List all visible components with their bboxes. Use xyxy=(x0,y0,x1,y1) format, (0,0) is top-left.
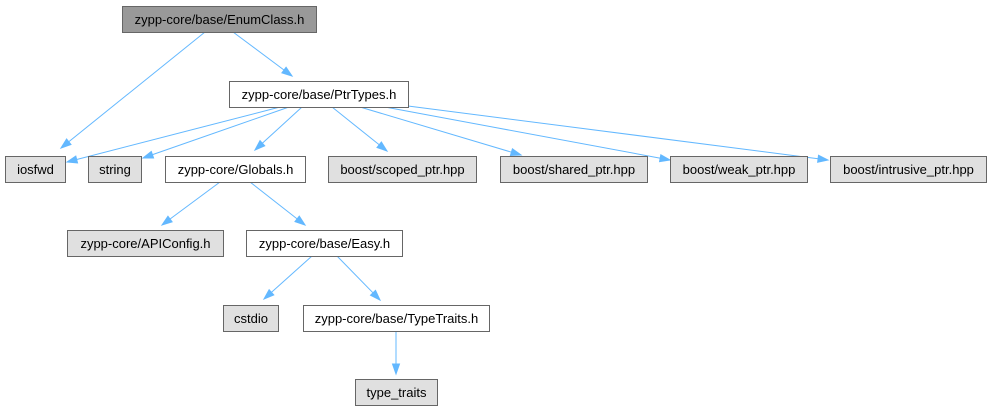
edge-arrowhead-easy-to-cstdio xyxy=(262,288,275,301)
node-label-weak_ptr: boost/weak_ptr.hpp xyxy=(683,162,796,177)
node-scoped_ptr: boost/scoped_ptr.hpp xyxy=(328,156,477,183)
node-label-intrusive_ptr: boost/intrusive_ptr.hpp xyxy=(843,162,974,177)
node-box-scoped_ptr xyxy=(328,156,477,183)
nodes-layer: zypp-core/base/EnumClass.h zypp-core/base… xyxy=(5,6,987,406)
node-label-typetraits_h: zypp-core/base/TypeTraits.h xyxy=(315,311,479,326)
node-easy[interactable]: zypp-core/base/Easy.h xyxy=(246,230,403,257)
node-enumclass[interactable]: zypp-core/base/EnumClass.h xyxy=(122,6,317,33)
edge-arrowhead-ptrtypes-to-globals xyxy=(253,139,266,152)
node-label-easy: zypp-core/base/Easy.h xyxy=(259,236,390,251)
node-label-globals: zypp-core/Globals.h xyxy=(178,162,294,177)
node-box-globals[interactable] xyxy=(165,156,306,183)
edge-arrowhead-enumclass-to-ptrtypes xyxy=(281,66,294,77)
edge-ptrtypes-to-intrusive_ptr xyxy=(407,105,820,160)
node-box-string xyxy=(88,156,142,183)
edge-ptrtypes-to-globals xyxy=(261,106,303,145)
edge-arrowhead-ptrtypes-to-string xyxy=(141,150,155,159)
node-label-ptrtypes: zypp-core/base/PtrTypes.h xyxy=(242,87,397,102)
node-box-iosfwd xyxy=(5,156,66,183)
edge-arrowhead-ptrtypes-to-iosfwd xyxy=(65,155,79,164)
edge-arrowhead-easy-to-typetraits_h xyxy=(369,289,382,302)
node-label-apiconfig: zypp-core/APIConfig.h xyxy=(80,236,210,251)
node-typetraits_h[interactable]: zypp-core/base/TypeTraits.h xyxy=(303,305,490,332)
edge-ptrtypes-to-scoped_ptr xyxy=(331,106,381,146)
edge-arrowhead-typetraits_h-to-type_traits xyxy=(391,363,401,376)
node-label-iosfwd: iosfwd xyxy=(17,162,54,177)
edge-ptrtypes-to-shared_ptr xyxy=(359,106,513,153)
node-string: string xyxy=(88,156,142,183)
node-shared_ptr: boost/shared_ptr.hpp xyxy=(500,156,648,183)
edge-arrowhead-ptrtypes-to-weak_ptr xyxy=(658,153,672,163)
node-cstdio: cstdio xyxy=(223,305,279,332)
edge-easy-to-typetraits_h xyxy=(336,255,375,294)
node-iosfwd: iosfwd xyxy=(5,156,66,183)
node-type_traits: type_traits xyxy=(355,379,438,406)
node-box-weak_ptr xyxy=(670,156,808,183)
edge-enumclass-to-iosfwd xyxy=(67,31,206,143)
edge-arrowhead-globals-to-apiconfig xyxy=(160,215,173,226)
node-box-ptrtypes[interactable] xyxy=(229,81,409,108)
edge-arrowhead-ptrtypes-to-scoped_ptr xyxy=(376,141,389,152)
edge-globals-to-easy xyxy=(249,181,299,220)
node-box-type_traits xyxy=(355,379,438,406)
node-box-cstdio xyxy=(223,305,279,332)
node-globals[interactable]: zypp-core/Globals.h xyxy=(165,156,306,183)
node-apiconfig: zypp-core/APIConfig.h xyxy=(67,230,224,257)
edge-easy-to-cstdio xyxy=(270,255,313,294)
node-weak_ptr: boost/weak_ptr.hpp xyxy=(670,156,808,183)
edge-arrowhead-enumclass-to-iosfwd xyxy=(59,138,72,149)
node-ptrtypes[interactable]: zypp-core/base/PtrTypes.h xyxy=(229,81,409,108)
edge-arrowhead-globals-to-easy xyxy=(294,215,307,226)
node-label-shared_ptr: boost/shared_ptr.hpp xyxy=(513,162,635,177)
edge-enumclass-to-ptrtypes xyxy=(232,31,286,72)
edges-layer xyxy=(59,31,830,376)
edge-ptrtypes-to-string xyxy=(151,106,290,156)
node-label-enumclass: zypp-core/base/EnumClass.h xyxy=(135,12,305,27)
edge-arrowhead-ptrtypes-to-intrusive_ptr xyxy=(817,154,830,163)
node-box-shared_ptr xyxy=(500,156,648,183)
node-box-typetraits_h[interactable] xyxy=(303,305,490,332)
node-label-type_traits: type_traits xyxy=(367,385,427,400)
node-box-intrusive_ptr xyxy=(830,156,987,183)
node-box-enumclass[interactable] xyxy=(122,6,317,33)
edge-ptrtypes-to-weak_ptr xyxy=(384,106,662,159)
edge-arrowhead-ptrtypes-to-shared_ptr xyxy=(509,147,523,157)
edge-globals-to-apiconfig xyxy=(168,181,221,221)
node-label-string: string xyxy=(99,162,131,177)
node-label-cstdio: cstdio xyxy=(234,311,268,326)
node-box-easy[interactable] xyxy=(246,230,403,257)
node-box-apiconfig xyxy=(67,230,224,257)
edge-ptrtypes-to-iosfwd xyxy=(75,106,281,161)
node-label-scoped_ptr: boost/scoped_ptr.hpp xyxy=(340,162,464,177)
node-intrusive_ptr: boost/intrusive_ptr.hpp xyxy=(830,156,987,183)
